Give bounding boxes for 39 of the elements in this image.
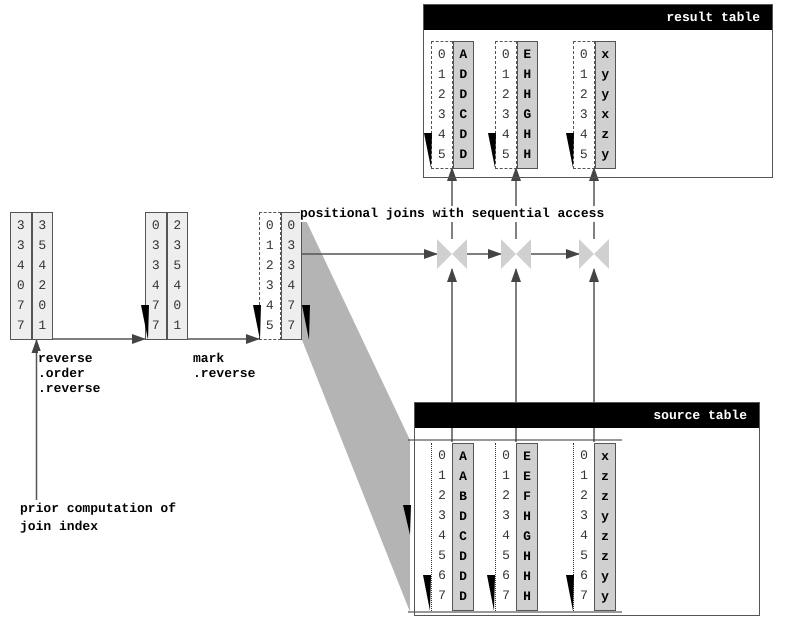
arrow (188, 334, 260, 344)
letter-column: E E F H G H H H (516, 443, 538, 611)
data-table (495, 41, 538, 169)
data-table (10, 212, 53, 340)
data-table (573, 41, 616, 169)
data-table (495, 443, 538, 611)
number-column: 2 3 5 4 0 1 (166, 212, 188, 340)
table-frame (423, 4, 773, 178)
number-column: 0 3 3 4 7 7 (280, 212, 302, 340)
letter-column: x y y x z y (594, 41, 616, 169)
number-column: 0 1 2 3 4 5 (573, 41, 594, 169)
letter-column: A D D C D D (452, 41, 474, 169)
number-column: 0 3 3 4 7 7 (145, 212, 166, 340)
arrow (32, 339, 42, 500)
number-column: 0 1 2 3 4 5 (431, 41, 452, 169)
letter-column: A A B D C D D D (452, 443, 474, 611)
arrow (467, 249, 502, 259)
number-column: 3 5 4 2 0 1 (32, 212, 53, 340)
join-symbol (437, 239, 467, 269)
number-column: 0 1 2 3 4 5 (495, 41, 516, 169)
arrow (302, 249, 438, 259)
data-table (431, 443, 474, 611)
data-table (145, 212, 188, 340)
join-symbol (501, 239, 531, 269)
number-column: 3 3 4 0 7 7 (10, 212, 32, 340)
data-table (259, 212, 302, 340)
data-table (431, 41, 474, 169)
arrow (53, 334, 146, 344)
number-column: 0 1 2 3 4 5 (259, 212, 280, 340)
table-frame (414, 402, 760, 616)
join-symbol (579, 239, 609, 269)
table-header: source table (415, 403, 759, 428)
annotation-text: prior computation of join index (20, 500, 200, 540)
letter-column: E H H G H H (516, 41, 538, 169)
arrow (531, 249, 580, 259)
annotation-text: positional joins with sequential access (300, 206, 604, 222)
letter-column: x z z y z z y y (594, 443, 616, 611)
data-table (573, 443, 616, 611)
table-header: result table (424, 5, 772, 30)
